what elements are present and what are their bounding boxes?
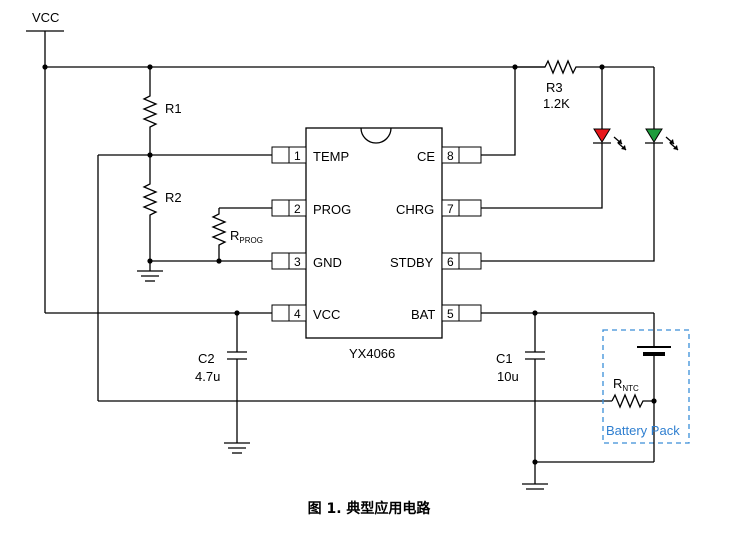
c2-label: C2	[198, 351, 215, 366]
vcc-supply-label: VCC	[32, 10, 59, 25]
svg-text:VCC: VCC	[313, 307, 340, 322]
c1-label: C1	[496, 351, 513, 366]
rprog-resistor	[211, 208, 227, 261]
pin-5: 5 BAT	[411, 304, 482, 322]
pin-1: 1 TEMP	[271, 146, 349, 164]
junction-dot	[42, 64, 48, 70]
ground-symbol	[137, 261, 163, 282]
pin-6: 6 STDBY	[390, 252, 482, 270]
pin-8: 8 CE	[417, 146, 482, 164]
junction-dot	[651, 398, 657, 404]
svg-text:6: 6	[447, 255, 454, 269]
c2-capacitor	[227, 313, 247, 443]
svg-text:7: 7	[447, 202, 454, 216]
svg-text:4: 4	[294, 307, 301, 321]
svg-text:2: 2	[294, 202, 301, 216]
svg-text:CHRG: CHRG	[396, 202, 434, 217]
svg-text:BAT: BAT	[411, 307, 435, 322]
rntc-label: RNTC	[613, 376, 639, 393]
r1-label: R1	[165, 101, 182, 116]
ground-symbol	[522, 483, 548, 490]
schematic-diagram: VCC R1 R2 RPROG C2 4.7u	[26, 10, 690, 490]
svg-text:TEMP: TEMP	[313, 149, 349, 164]
chip-name: YX4066	[349, 346, 395, 361]
chrg-wire	[481, 143, 603, 209]
pin-2: 2 PROG	[271, 199, 351, 217]
r2-label: R2	[165, 190, 182, 205]
r3-resistor	[515, 59, 654, 75]
red-led-icon	[593, 128, 627, 151]
rntc-resistor	[611, 393, 654, 409]
svg-text:PROG: PROG	[313, 202, 351, 217]
chip-yx4066	[305, 127, 443, 339]
svg-text:STDBY: STDBY	[390, 255, 434, 270]
r3-value: 1.2K	[543, 96, 570, 111]
ground-symbol	[224, 442, 250, 454]
pin-7: 7 CHRG	[396, 199, 482, 217]
r1-resistor	[142, 67, 158, 155]
r2-resistor	[142, 155, 158, 261]
stdby-wire	[481, 143, 655, 262]
c1-capacitor	[525, 313, 545, 484]
svg-text:1: 1	[294, 149, 301, 163]
svg-text:5: 5	[447, 307, 454, 321]
r3-label: R3	[546, 80, 563, 95]
svg-text:8: 8	[447, 149, 454, 163]
svg-text:GND: GND	[313, 255, 342, 270]
battery-icon	[637, 313, 671, 462]
c1-value: 10u	[497, 369, 519, 384]
green-led-icon	[645, 128, 679, 151]
rprog-label: RPROG	[230, 228, 263, 245]
pin-3: 3 GND	[271, 252, 342, 270]
figure-caption: 图 1. 典型应用电路	[307, 501, 431, 517]
c2-value: 4.7u	[195, 369, 220, 384]
pin-4: 4 VCC	[271, 304, 340, 322]
svg-text:3: 3	[294, 255, 301, 269]
ce-wire	[481, 67, 516, 156]
svg-text:CE: CE	[417, 149, 435, 164]
battery-pack-label: Battery Pack	[606, 423, 680, 438]
